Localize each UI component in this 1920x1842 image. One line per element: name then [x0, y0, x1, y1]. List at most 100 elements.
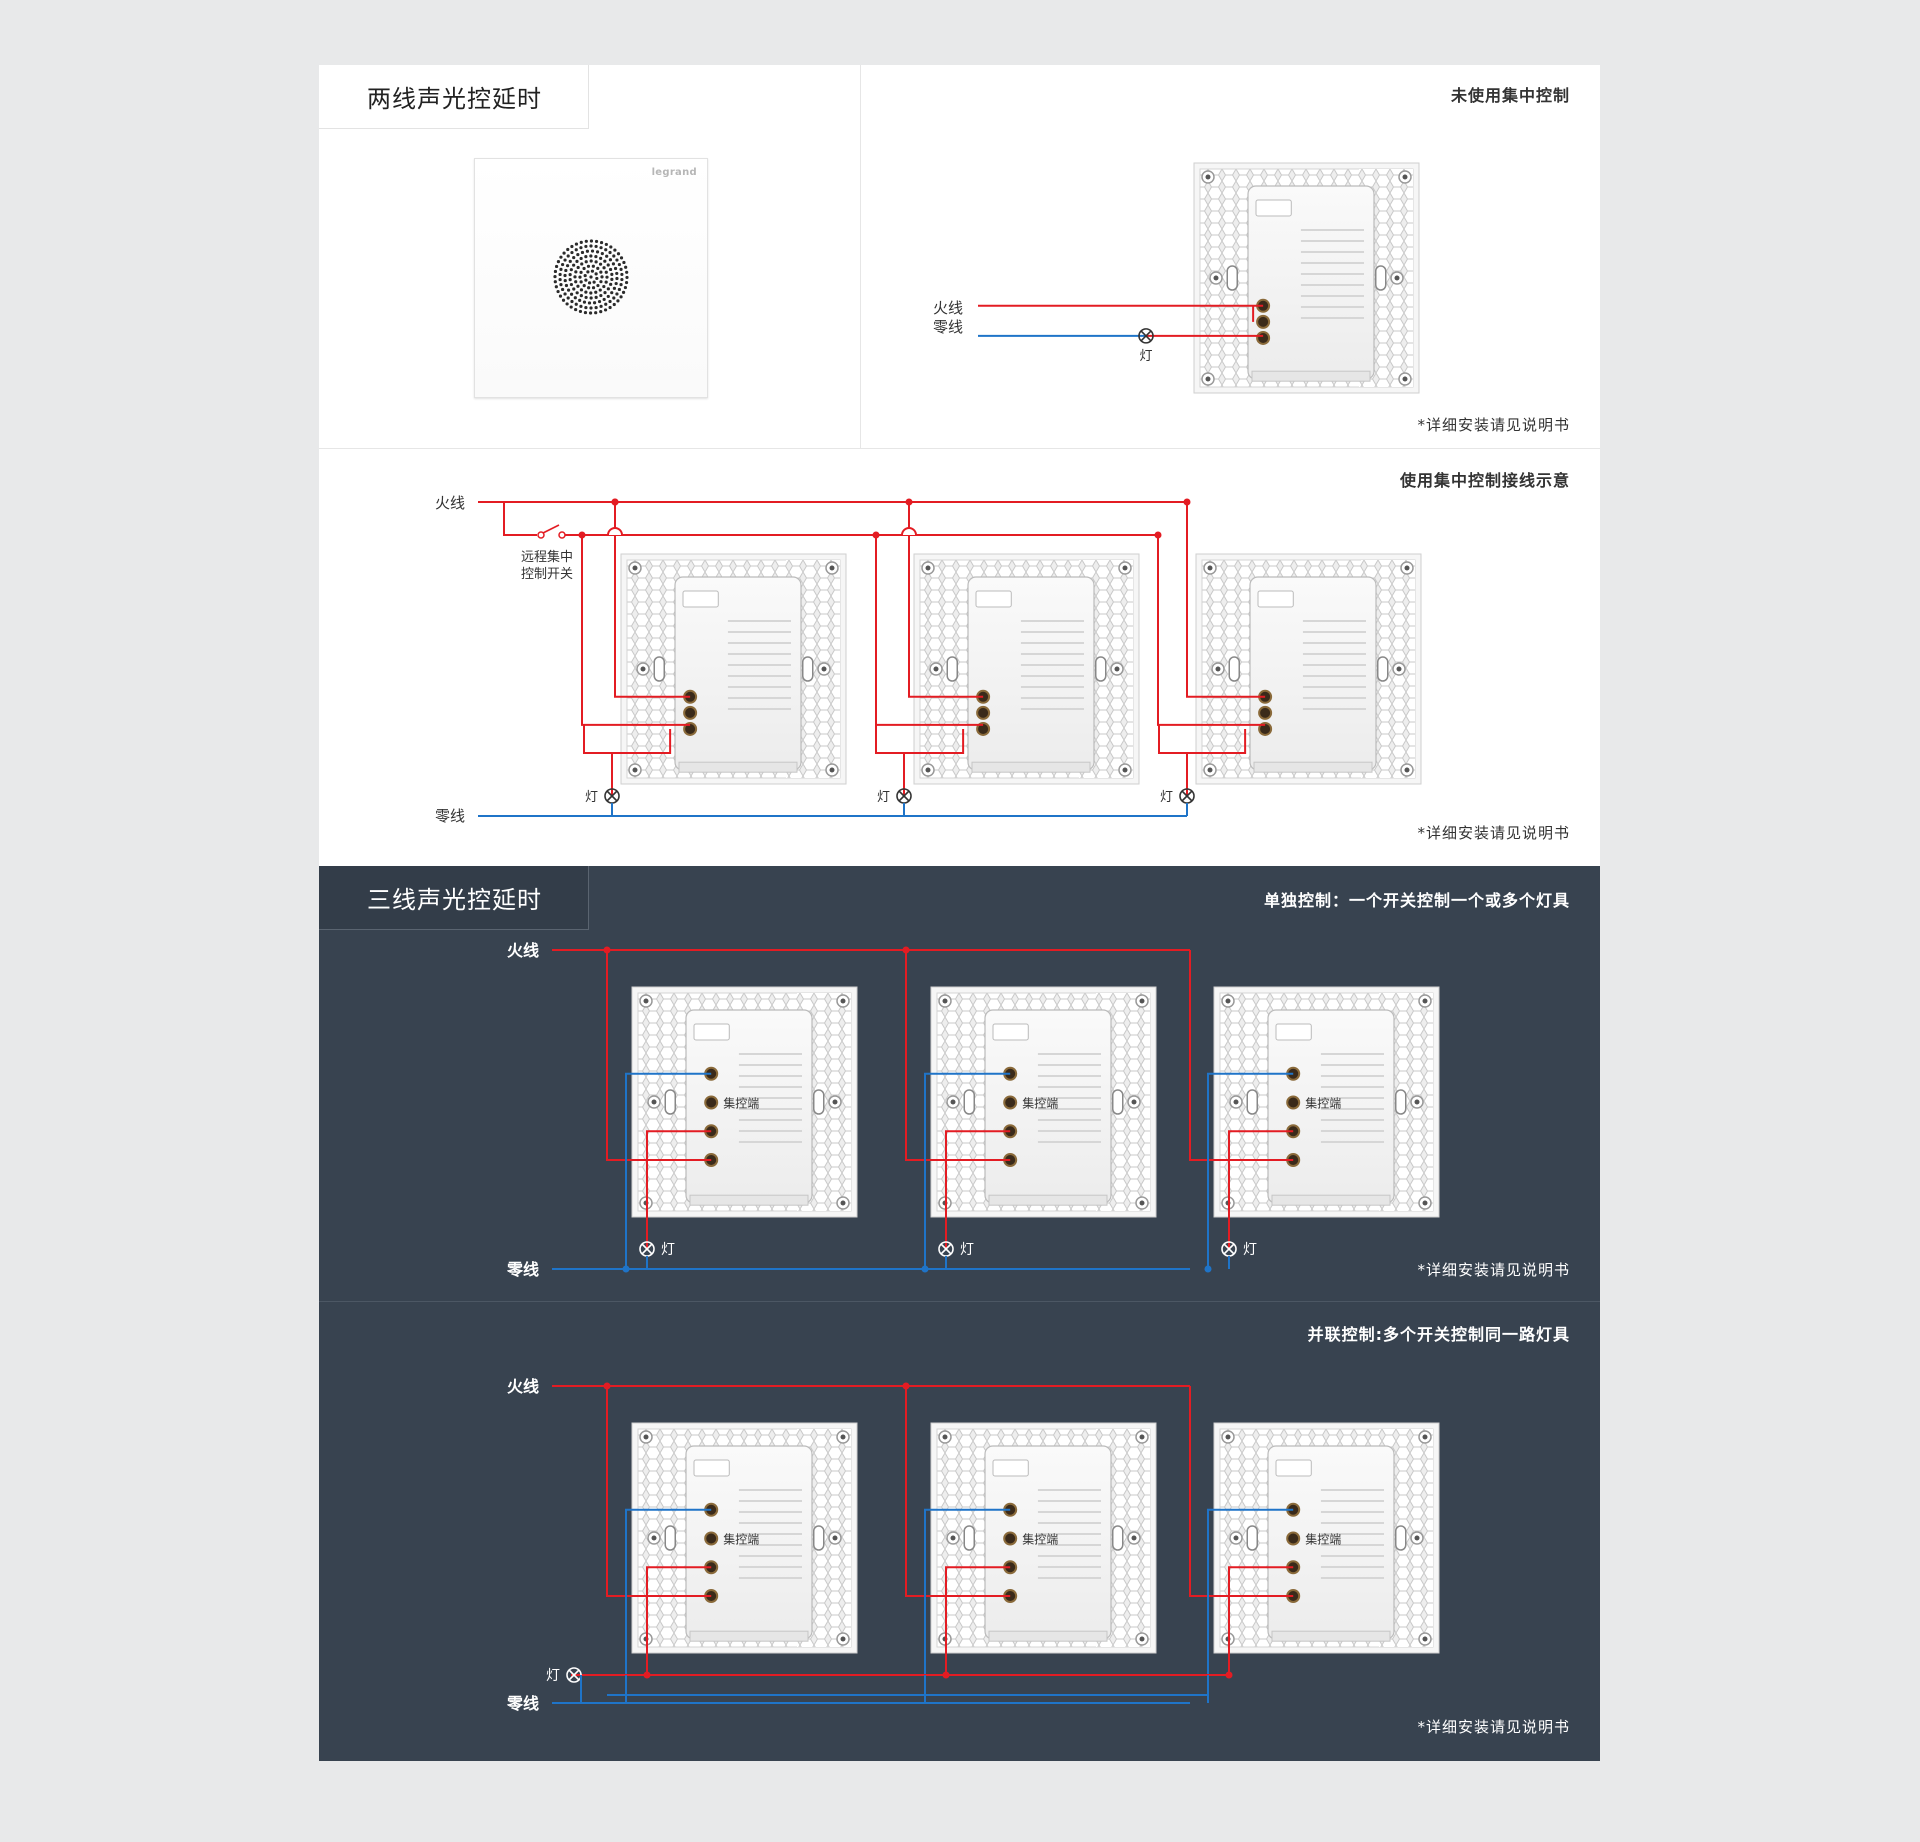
grille-hole — [576, 284, 580, 288]
grille-hole — [604, 302, 608, 306]
neutral-drop — [625, 1072, 712, 1269]
grille-hole — [556, 260, 561, 264]
grille-hole — [596, 283, 600, 288]
grille-hole — [561, 287, 565, 292]
junction-dot — [1183, 498, 1191, 506]
live-drop — [905, 950, 1011, 1162]
grille-hole — [612, 286, 617, 290]
grille-hole — [599, 280, 603, 284]
grille-hole — [594, 254, 598, 259]
grille-hole — [609, 245, 613, 249]
live-drop — [1189, 1386, 1294, 1598]
grille-hole — [592, 301, 597, 305]
speaker-switch-product: legrand — [474, 158, 708, 398]
grille-hole — [572, 263, 576, 267]
brand-logo: legrand — [651, 167, 697, 178]
terminal-label: 集控端 — [723, 1096, 759, 1111]
grille-hole — [584, 260, 588, 264]
grille-hole — [566, 247, 570, 252]
grille-hole — [589, 259, 593, 263]
live-wire-label: 火线 — [507, 1377, 539, 1396]
parallel-switch-back-unit-2 — [930, 1422, 1157, 1654]
grille-hole — [579, 256, 583, 261]
remote-switch-lever — [542, 524, 560, 534]
grille-hole — [559, 283, 563, 287]
grille-hole — [596, 266, 600, 270]
switch-output — [646, 1566, 712, 1607]
grille-hole — [604, 270, 608, 274]
grille-hole — [578, 309, 583, 314]
grille-hole — [579, 270, 583, 274]
grille-hole — [615, 271, 619, 276]
terminal-label: 集控端 — [1305, 1532, 1341, 1547]
grille-hole — [597, 299, 602, 304]
grille-hole — [573, 275, 577, 279]
grille-hole — [614, 281, 618, 286]
grille-hole — [608, 299, 612, 304]
grille-hole — [594, 311, 598, 315]
grille-hole — [624, 265, 628, 269]
terminal-screw — [976, 721, 991, 736]
grille-hole — [587, 281, 592, 285]
panel-title-central: 使用集中控制接线示意 — [1399, 471, 1570, 490]
grille-hole — [620, 272, 624, 277]
grille-hole — [561, 298, 566, 302]
grille-hole — [605, 275, 609, 279]
neutral-wire-label: 零线 — [506, 1260, 539, 1279]
grille-hole — [589, 296, 593, 300]
terminal-screw — [1286, 1531, 1301, 1546]
grille-hole — [595, 276, 599, 281]
neutral-wire-label: 零线 — [506, 1694, 539, 1713]
switch-output — [646, 1130, 712, 1171]
grille-hole — [574, 302, 578, 306]
panel-title-no-central: 未使用集中控制 — [1450, 86, 1570, 105]
neutral-wire-label: 零线 — [933, 318, 963, 336]
grille-hole — [604, 248, 608, 252]
switch-output — [1228, 1566, 1294, 1607]
junction-dot — [942, 1671, 950, 1679]
grille-hole — [616, 299, 620, 303]
grille-hole — [563, 278, 567, 283]
live-wire-label: 火线 — [933, 299, 963, 317]
grille-hole — [599, 293, 603, 298]
grille-hole — [599, 256, 603, 260]
grille-hole — [561, 262, 565, 267]
lamp-label: 灯 — [661, 1242, 675, 1258]
grille-hole — [568, 259, 572, 263]
grille-hole — [583, 310, 588, 315]
live-wire-label: 火线 — [507, 941, 539, 960]
junction-dot — [1154, 531, 1162, 539]
grille-hole — [556, 289, 560, 294]
grille-hole — [619, 267, 623, 271]
grille-hole — [558, 272, 562, 277]
switch-output — [583, 724, 672, 754]
grille-hole — [575, 259, 579, 263]
grille-hole — [575, 291, 579, 295]
grille-hole — [570, 299, 574, 304]
grille-hole — [592, 280, 596, 284]
grille-hole — [563, 292, 567, 296]
live-drop — [1186, 502, 1266, 698]
tab-three-wire-label: 三线声光控延时 — [367, 886, 542, 914]
junction-dot — [902, 1382, 910, 1390]
tab-two-wire-label: 两线声光控延时 — [367, 85, 542, 113]
lamp-label: 灯 — [546, 1668, 560, 1684]
neutral-drop — [1207, 1508, 1294, 1675]
grille-hole — [625, 275, 629, 280]
junction-dot — [611, 498, 619, 506]
switch-back-unit-1 — [620, 553, 847, 785]
junction-dot — [872, 531, 880, 539]
grille-hole — [568, 272, 572, 277]
wiring-diagrams: 火线零线灯火线零线远程集中控制开关灯灯灯火线零线集控端灯集控端灯集控端灯火线零线… — [435, 162, 1440, 1713]
grille-hole — [558, 294, 563, 298]
grille-hole — [553, 269, 558, 274]
grille-hole — [603, 291, 607, 295]
grille-hole — [589, 275, 593, 279]
panel-title-parallel-control: 并联控制:多个开关控制同一路灯具 — [1307, 1325, 1570, 1344]
grille-hole — [568, 278, 572, 282]
grille-hole — [576, 252, 580, 257]
grille-hole — [602, 266, 606, 270]
live-drop — [606, 1386, 712, 1598]
junction-dot — [603, 1382, 611, 1390]
terminal-screw — [1258, 721, 1273, 736]
